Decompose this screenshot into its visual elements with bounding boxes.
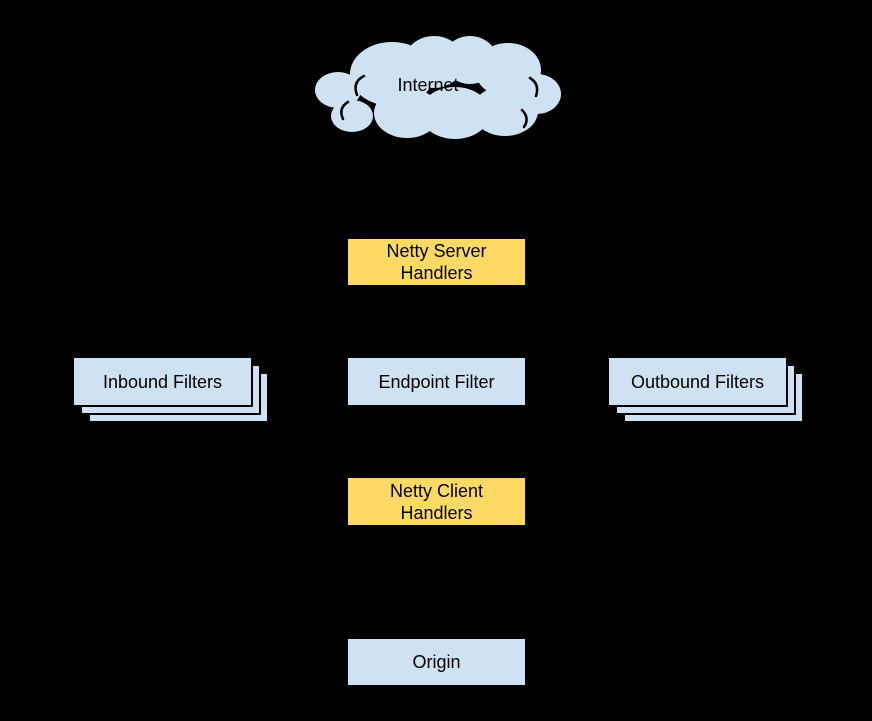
inbound-filters-stack: Inbound Filters bbox=[72, 356, 271, 425]
outbound-filters-label: Outbound Filters bbox=[630, 371, 765, 392]
internet-cloud-node: Internet bbox=[312, 30, 564, 142]
netty-server-handlers-label: Netty Server Handlers bbox=[386, 241, 487, 283]
netty-server-handlers-node: Netty Server Handlers bbox=[346, 237, 527, 287]
inbound-filters-node: Inbound Filters bbox=[72, 356, 253, 407]
outbound-filters-node: Outbound Filters bbox=[607, 356, 788, 407]
netty-client-handlers-node: Netty Client Handlers bbox=[346, 476, 527, 527]
endpoint-filter-node: Endpoint Filter bbox=[346, 356, 527, 407]
inbound-filters-label: Inbound Filters bbox=[102, 371, 223, 392]
cloud-fill-layer bbox=[315, 36, 561, 139]
origin-label: Origin bbox=[412, 652, 461, 672]
cloud-icon bbox=[312, 33, 564, 142]
cloud-notch-arcs bbox=[340, 74, 539, 129]
outbound-filters-stack: Outbound Filters bbox=[607, 356, 806, 425]
origin-node: Origin bbox=[346, 637, 527, 687]
internet-label: Internet bbox=[397, 75, 459, 95]
netty-client-handlers-label: Netty Client Handlers bbox=[389, 480, 484, 523]
endpoint-filter-label: Endpoint Filter bbox=[378, 371, 495, 392]
